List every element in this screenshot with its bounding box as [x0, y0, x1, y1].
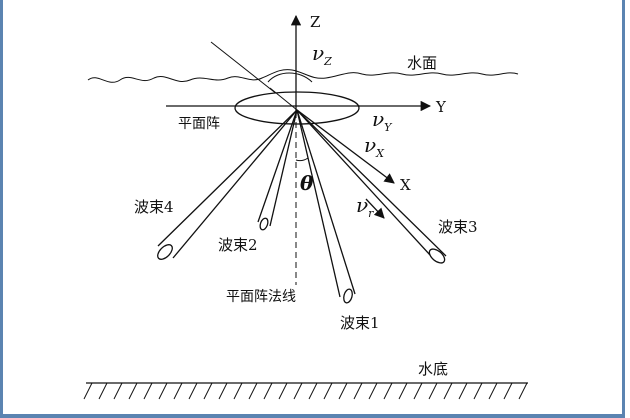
beam-2	[257, 109, 298, 231]
beam-4	[157, 109, 298, 260]
oblique-over-disk	[269, 87, 298, 111]
vr-label: νr	[356, 193, 374, 220]
x-axis-label: X	[400, 176, 411, 194]
water-surface-label: 水面	[407, 54, 437, 72]
frame-left-border	[0, 0, 3, 418]
beam-3-label: 波束3	[438, 218, 478, 236]
seabed-label: 水底	[418, 360, 448, 378]
theta-label: θ	[300, 171, 314, 195]
planar-array-label: 平面阵	[178, 116, 220, 132]
beam-4-label: 波束4	[134, 198, 174, 216]
planar-array-disk	[234, 91, 360, 125]
frame-bottom-border	[0, 414, 625, 418]
water-surface-line	[87, 69, 519, 83]
beam-3	[296, 109, 447, 264]
vz-label: νZ	[312, 41, 332, 68]
theta-arc	[295, 157, 309, 162]
z-axis-label: Z	[310, 13, 320, 31]
beam-1	[296, 109, 356, 304]
surface-bump	[267, 72, 313, 83]
beam-2-label: 波束2	[218, 236, 258, 254]
vy-label: νY	[372, 107, 393, 134]
beam-1-label: 波束1	[340, 314, 380, 332]
vr-arrow	[365, 198, 385, 219]
vx-label: νX	[364, 133, 385, 160]
x-axis-arrow	[296, 109, 395, 184]
seabed-hatching	[83, 382, 528, 400]
frame-right-border	[622, 0, 625, 418]
array-normal-label: 平面阵法线	[226, 289, 296, 305]
y-axis-label: Y	[435, 98, 447, 116]
